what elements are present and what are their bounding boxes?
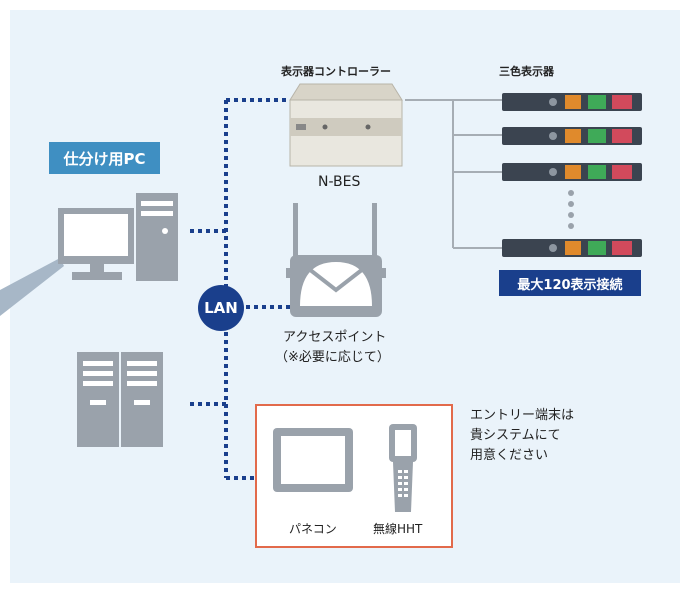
desktop-pc-icon	[58, 193, 178, 281]
hht-label: 無線HHT	[373, 522, 423, 536]
controller-title: 表示器コントローラー	[281, 65, 391, 78]
continuation-dots	[568, 190, 574, 229]
display-title: 三色表示器	[499, 65, 554, 78]
access-point-icon	[286, 203, 386, 317]
access-point-note: （※必要に応じて）	[275, 350, 390, 365]
display-unit	[502, 163, 642, 181]
pc-tag: 仕分け用PC	[49, 142, 160, 174]
controller-device-icon	[289, 83, 403, 167]
access-point-label: アクセスポイント	[283, 330, 387, 345]
entry-terminals-box: パネコン 無線HHT	[255, 404, 453, 548]
entry-note-line3: 用意ください	[470, 448, 549, 463]
three-color-display-icon	[502, 93, 642, 257]
server-icon	[77, 352, 163, 447]
display-unit	[502, 93, 642, 111]
display-bus-lines	[405, 99, 502, 249]
panel-pc-label: パネコン	[289, 522, 337, 536]
entry-note-line2: 貴システムにて	[470, 428, 561, 443]
lan-badge: LAN	[198, 285, 244, 331]
entry-terminals-graphics	[273, 424, 417, 512]
pc-screen-ray-shape	[0, 258, 64, 316]
display-unit	[502, 127, 642, 145]
lan-connections	[190, 98, 290, 480]
entry-note-line1: エントリー端末は	[470, 408, 575, 423]
max-connections-tag: 最大120表示接続	[499, 270, 641, 296]
display-unit	[502, 239, 642, 257]
handheld-terminal-icon	[389, 424, 417, 512]
controller-model: N-BES	[318, 174, 361, 190]
panel-pc-icon	[273, 428, 353, 492]
